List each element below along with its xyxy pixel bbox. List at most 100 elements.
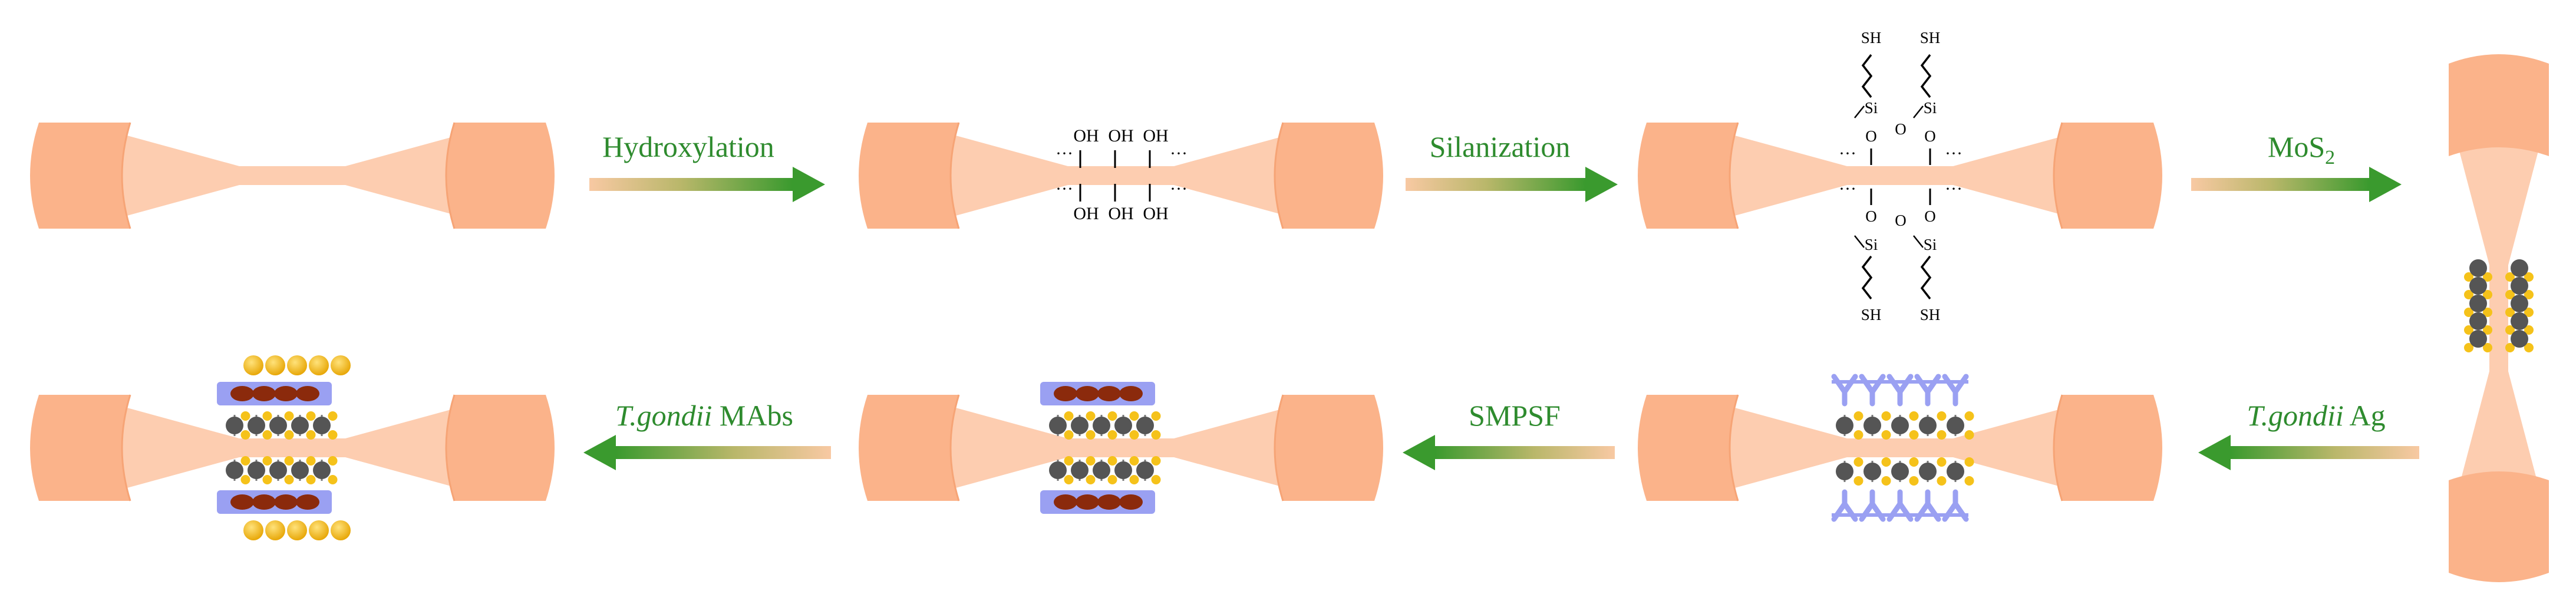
silicon-label: Si [1924,236,1937,253]
sulfur-atom [1151,430,1161,440]
silane-band [1832,380,1968,384]
sulfur-atom [1107,475,1117,484]
sulfur-atom [1107,456,1117,466]
arrow-mos2 [2191,167,2402,202]
dots-left: ··· [1056,144,1073,163]
oh-label: OH [1073,126,1099,146]
arrow-head [2198,435,2231,470]
sulfur-atom [1107,411,1117,421]
smpsf-sensor-fiber [859,382,1383,514]
sulfur-atom [1086,456,1096,466]
fiber-right-end [2054,395,2162,501]
sulfur-atom [2483,272,2492,282]
silicon-label: Si [1924,99,1937,117]
molybdenum-atom [1136,461,1154,479]
sulfur-atom [328,430,338,440]
molybdenum-atom [1836,463,1853,480]
oxygen-label: O [1865,127,1877,145]
silicon-label: Si [1865,236,1878,253]
sulfur-atom [1937,411,1947,421]
sulfur-atom [2464,343,2473,352]
methyl-bond [1854,105,1865,118]
step-label-hydroxylation: Hydroxylation [602,130,774,163]
molybdenum-atom [1919,463,1937,480]
fiber-taper [1726,133,2074,218]
fiber-right-end [2054,123,2162,229]
fiber-bottom-end [2449,471,2549,582]
molybdenum-atom [1049,417,1067,434]
sulfur-atom [2464,272,2473,282]
fiber-left-end [859,395,959,501]
mos2-subscript: 2 [2325,147,2335,169]
sulfur-atom [1964,430,1974,440]
molybdenum-atom [2511,312,2528,330]
fiber-right-end [446,123,555,229]
gold-nanoparticle [243,355,263,375]
alkyl-chain [1920,54,1932,98]
arrow-head [2369,167,2402,202]
antigen-particle [274,494,298,510]
sulfur-atom [2505,343,2515,352]
thiol-label: SH [1861,29,1882,47]
sulfur-atom [1086,411,1096,421]
sulfur-atom [1064,475,1074,484]
fiber-left-edge [949,394,960,501]
antigen-particle [230,494,254,510]
arrow-shaft [589,178,793,191]
fiber-left-edge [1729,394,1739,501]
sulfur-atom [306,456,316,466]
arrow-shaft [616,446,831,459]
sulfur-atom [328,456,338,466]
fiber-taper [2458,144,2540,492]
step-label-smpsf: SMPSF [1469,399,1561,432]
sulfur-atom [2464,308,2473,317]
sulfur-atom [2505,290,2515,299]
sulfur-atom [1086,430,1096,440]
sulfur-atom [1129,456,1139,466]
molybdenum-atom [1114,461,1132,479]
molybdenum-atom [1947,417,1964,434]
antigen-particle [1097,494,1121,510]
antigen-particle [230,386,254,401]
mabs-rest: MAbs [712,399,793,432]
methyl-bond [1913,235,1924,248]
fiber-left-end [30,395,130,501]
sulfur-atom [1937,476,1947,486]
molybdenum-atom [1071,417,1089,434]
molybdenum-atom [1114,417,1132,434]
sulfur-atom [1151,475,1161,484]
sulfur-atom [1909,411,1919,421]
sulfur-atom [1151,456,1161,466]
molybdenum-atom [2469,277,2487,295]
sulfur-atom [1909,476,1919,486]
sulfur-atom [262,430,272,440]
sulfur-atom [284,475,294,484]
molybdenum-atom [1863,417,1881,434]
antigen-particle [1119,494,1143,510]
sulfur-atom [2524,343,2534,352]
fiber-right-edge [2053,122,2063,229]
alkyl-chain [1861,54,1873,98]
sulfur-atom [1909,430,1919,440]
sulfur-atom [1881,457,1891,467]
sulfur-atom [240,475,250,484]
fiber-left-edge [1729,122,1739,229]
gold-nanoparticle [331,520,351,540]
fiber-left-end [1638,395,1738,501]
arrow-silanization [1406,167,1618,202]
fiber-left-end [30,123,130,229]
step-label-antigen: T.gondii Ag [2247,399,2385,432]
sulfur-atom [2505,272,2515,282]
fiber-right-end [446,395,555,501]
molybdenum-atom [1836,417,1853,434]
sulfur-atom [1881,411,1891,421]
dots-right: ··· [1945,144,1962,163]
molybdenum-atom [291,417,309,434]
molybdenum-atom [1891,417,1909,434]
molybdenum-atom [2511,277,2528,295]
molybdenum-atom [1891,463,1909,480]
oh-label: OH [1108,204,1133,223]
sulfur-atom [1853,457,1863,467]
